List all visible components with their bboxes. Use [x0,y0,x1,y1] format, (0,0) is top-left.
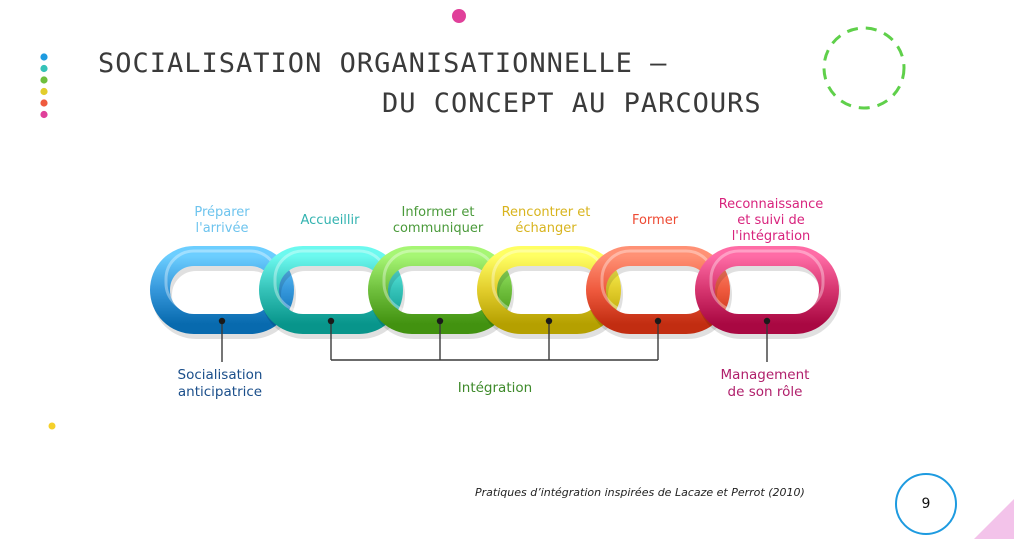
connector-dot-2 [436,317,444,325]
step-label-rencontrer: Rencontrer et échanger [501,205,591,236]
page-number: 9 [921,496,931,512]
chain-links [150,246,841,339]
decor-dot-4 [40,99,48,107]
connector-dot-3 [545,317,553,325]
phase-label-integration: Intégration [457,380,533,396]
step-label-informer: Informer et communiquer [392,205,484,236]
connector-dot-1 [327,317,335,325]
decor-dashed-circle [822,26,906,110]
page-number-badge: 9 [895,473,957,535]
decor-corner-triangle [974,499,1014,539]
connector-dot-5 [763,317,771,325]
step-label-accueillir: Accueillir [300,213,360,228]
slide-title-line-2: DU CONCEPT AU PARCOURS [382,88,762,119]
citation: Pratiques d’intégration inspirées de Lac… [475,486,805,499]
decor-dot-5 [40,110,48,119]
decor-dot-3 [40,87,48,96]
slide-title-line-1: SOCIALISATION ORGANISATIONNELLE – [98,48,668,79]
step-label-former: Former [631,213,679,228]
decor-dot-2 [40,76,48,84]
phase-label-socialisation-anticipatrice: Socialisation anticipatrice [177,367,263,400]
connector-dot-0 [218,317,226,325]
phase-label-management: Management de son rôle [720,367,810,400]
step-label-preparer: Préparer l'arrivée [194,205,250,236]
decor-top-dot [452,9,466,23]
decor-dot-column [40,53,48,119]
connector-dot-4 [654,317,662,325]
decor-small-dot [48,422,56,430]
decor-dot-0 [40,53,48,61]
step-label-reconnaissance: Reconnaissance et suivi de l'intégration [718,197,824,244]
connector-lines [218,317,771,362]
decor-dot-1 [40,64,48,73]
